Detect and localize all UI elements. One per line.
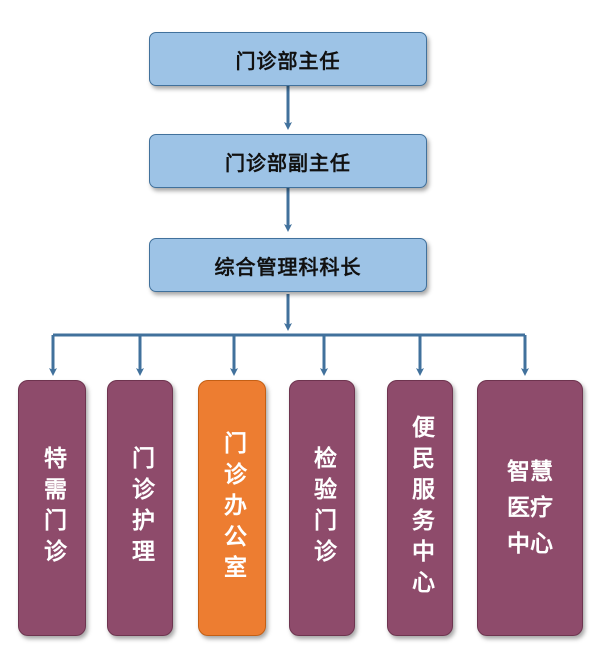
- dept-service-center: 便民服务中心: [387, 380, 453, 636]
- dept-smart-medical-center-line-2: 医疗: [507, 495, 553, 521]
- level-deputy-director: 门诊部副主任: [149, 134, 427, 188]
- dept-smart-medical-center: 智慧 医疗 中心: [477, 380, 583, 636]
- level-director-label: 门诊部主任: [235, 48, 341, 73]
- dept-smart-medical-center-line-1: 智慧: [507, 459, 553, 485]
- level-director: 门诊部主任: [149, 32, 427, 86]
- dept-service-center-label: 便民服务中心: [407, 415, 434, 601]
- dept-outpatient-office: 门诊办公室: [198, 380, 266, 636]
- dept-outpatient-nursing: 门诊护理: [107, 380, 173, 636]
- dept-lab-clinic: 检验门诊: [289, 380, 355, 636]
- dept-special-clinic-label: 特需门诊: [39, 446, 66, 570]
- dept-smart-medical-center-line-3: 中心: [507, 531, 553, 557]
- level-section-chief: 综合管理科科长: [149, 238, 427, 292]
- dept-lab-clinic-label: 检验门诊: [309, 446, 336, 570]
- dept-smart-medical-center-label: 智慧 医疗 中心: [507, 454, 553, 562]
- dept-outpatient-nursing-label: 门诊护理: [127, 446, 154, 570]
- dept-outpatient-office-label: 门诊办公室: [219, 430, 246, 586]
- level-deputy-director-label: 门诊部副主任: [225, 150, 351, 175]
- level-section-chief-label: 综合管理科科长: [214, 254, 362, 279]
- dept-special-clinic: 特需门诊: [18, 380, 86, 636]
